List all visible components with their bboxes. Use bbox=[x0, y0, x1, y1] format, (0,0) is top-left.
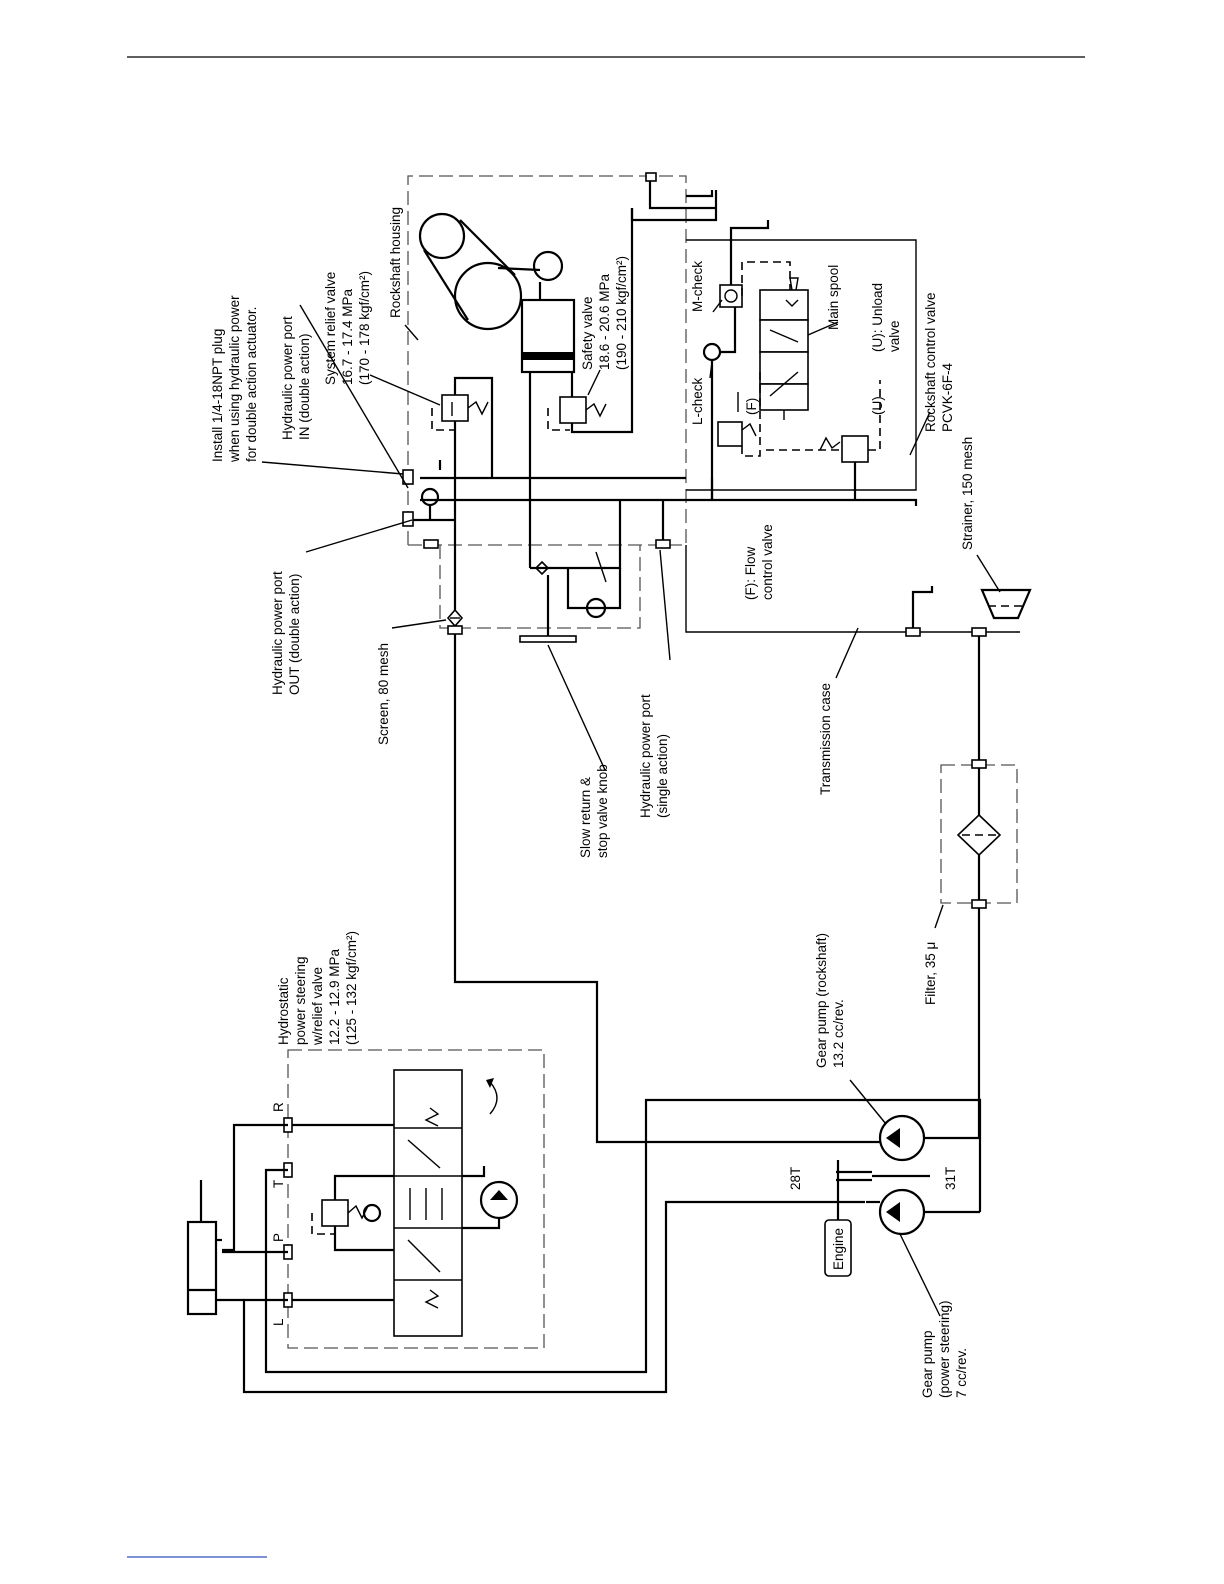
label-system-relief-3: (170 - 178 kgf/cm²) bbox=[357, 271, 372, 385]
label-port-T-text: T bbox=[271, 1180, 286, 1188]
label-control-valve: Rockshaft control valve PCVK-6F-4 bbox=[923, 292, 955, 432]
label-gear-rockshaft: Gear pump (rockshaft) 13.2 cc/rev. bbox=[814, 933, 846, 1068]
label-port-L: L bbox=[271, 1318, 286, 1326]
label-slow-return-2: stop valve knob bbox=[595, 764, 610, 858]
label-port-L-text: L bbox=[271, 1318, 286, 1326]
label-unload-2: valve bbox=[887, 320, 902, 352]
label-safety-valve-3: (190 - 210 kgf/cm²) bbox=[614, 256, 629, 370]
label-safety-valve-2: 18.6 - 20.6 MPa bbox=[597, 273, 612, 370]
engine bbox=[824, 1204, 852, 1277]
label-port-out-1: Hydraulic power port bbox=[270, 571, 285, 695]
label-port-single-2: (single action) bbox=[655, 734, 670, 818]
label-port-T: T bbox=[271, 1180, 286, 1188]
rockshaft-housing bbox=[402, 172, 718, 549]
label-main-spool: Main spool bbox=[826, 265, 841, 330]
label-f-mark-text: (F) bbox=[744, 398, 759, 415]
label-transmission-case: Transmission case bbox=[818, 683, 833, 795]
label-system-relief-2: 16.7 - 17.4 MPa bbox=[340, 288, 355, 385]
label-hydrostatic-3: w/relief valve bbox=[310, 967, 325, 1046]
label-port-out: Hydraulic power port OUT (double action) bbox=[270, 571, 302, 695]
label-screen-text: Screen, 80 mesh bbox=[376, 643, 391, 745]
label-gear-rockshaft-2: 13.2 cc/rev. bbox=[831, 999, 846, 1068]
label-gear-steering-1: Gear pump bbox=[920, 1330, 935, 1398]
label-31t-text: 31T bbox=[943, 1167, 958, 1190]
label-port-in: Hydraulic power port IN (double action) bbox=[280, 316, 312, 440]
label-strainer-text: Strainer, 150 mesh bbox=[960, 437, 975, 550]
transmission-case bbox=[685, 545, 1032, 760]
label-port-single-1: Hydraulic power port bbox=[638, 694, 653, 818]
label-safety-valve-1: Safety valve bbox=[580, 296, 595, 370]
label-control-valve-2: PCVK-6F-4 bbox=[940, 362, 955, 432]
label-engine: Engine bbox=[831, 1228, 846, 1270]
label-hydrostatic-2: power steering bbox=[293, 956, 308, 1045]
label-m-check: M-check bbox=[690, 261, 705, 312]
label-port-out-2: OUT (double action) bbox=[287, 574, 302, 695]
filter bbox=[940, 759, 1018, 1138]
label-strainer: Strainer, 150 mesh bbox=[960, 437, 975, 550]
steering-cylinder bbox=[186, 1180, 244, 1316]
label-gear-rockshaft-1: Gear pump (rockshaft) bbox=[814, 933, 829, 1068]
label-port-P-text: P bbox=[271, 1233, 286, 1242]
label-hydrostatic-1: Hydrostatic bbox=[276, 977, 291, 1045]
label-f-mark: (F) bbox=[744, 398, 759, 415]
label-flow-control: (F): Flow control valve bbox=[743, 524, 775, 600]
label-l-check: L-check bbox=[690, 377, 705, 425]
label-port-R-text: R bbox=[271, 1102, 286, 1112]
label-rockshaft-housing: Rockshaft housing bbox=[388, 207, 403, 318]
label-rockshaft-housing-text: Rockshaft housing bbox=[388, 207, 403, 318]
label-port-P: P bbox=[271, 1233, 286, 1242]
label-m-check-text: M-check bbox=[690, 261, 705, 312]
label-28t: 28T bbox=[788, 1167, 803, 1190]
label-system-relief: System relief valve 16.7 - 17.4 MPa (170… bbox=[323, 271, 372, 385]
label-system-relief-1: System relief valve bbox=[323, 272, 338, 385]
label-unload-1: (U): Unload bbox=[870, 283, 885, 352]
slow-return-region bbox=[439, 500, 671, 643]
label-control-valve-1: Rockshaft control valve bbox=[923, 292, 938, 432]
label-28t-text: 28T bbox=[788, 1167, 803, 1190]
power-steering-unit bbox=[222, 1049, 982, 1394]
label-plug-1: Install 1/4-18NPT plug bbox=[210, 329, 225, 462]
label-gear-steering-2: (power steering) bbox=[937, 1300, 952, 1398]
label-hydrostatic-5: (125 - 132 kgf/cm²) bbox=[344, 931, 359, 1045]
label-plug-3: for double action actuator. bbox=[244, 307, 259, 462]
label-screen: Screen, 80 mesh bbox=[376, 643, 391, 745]
label-safety-valve: Safety valve 18.6 - 20.6 MPa (190 - 210 … bbox=[580, 256, 629, 370]
label-plug: Install 1/4-18NPT plug when using hydrau… bbox=[210, 295, 259, 463]
label-slow-return-1: Slow return & bbox=[578, 777, 593, 858]
label-transmission-case-text: Transmission case bbox=[818, 683, 833, 795]
label-plug-2: when using hydraulic power bbox=[227, 295, 242, 463]
label-filter: Filter, 35 μ bbox=[923, 942, 938, 1005]
label-port-in-1: Hydraulic power port bbox=[280, 316, 295, 440]
label-l-check-text: L-check bbox=[690, 377, 705, 425]
label-filter-text: Filter, 35 μ bbox=[923, 942, 938, 1005]
gear-pumps bbox=[646, 1114, 982, 1236]
label-hydrostatic: Hydrostatic power steering w/relief valv… bbox=[276, 931, 359, 1046]
label-slow-return: Slow return & stop valve knob bbox=[578, 764, 610, 858]
label-u-mark: (U) bbox=[870, 396, 885, 415]
supply-line bbox=[453, 634, 646, 1144]
label-port-R: R bbox=[271, 1102, 286, 1112]
label-gear-steering: Gear pump (power steering) 7 cc/rev. bbox=[920, 1300, 969, 1398]
label-port-in-2: IN (double action) bbox=[297, 333, 312, 440]
label-u-mark-text: (U) bbox=[870, 396, 885, 415]
label-gear-steering-3: 7 cc/rev. bbox=[954, 1348, 969, 1398]
label-flow-control-2: control valve bbox=[760, 524, 775, 600]
rockshaft-control-valve bbox=[686, 220, 918, 506]
label-engine-text: Engine bbox=[831, 1228, 846, 1270]
leader-lines bbox=[261, 299, 1001, 1317]
label-31t: 31T bbox=[943, 1167, 958, 1190]
label-main-spool-text: Main spool bbox=[826, 265, 841, 330]
label-port-single: Hydraulic power port (single action) bbox=[638, 694, 670, 818]
label-hydrostatic-4: 12.2 - 12.9 MPa bbox=[327, 948, 342, 1045]
label-unload: (U): Unload valve bbox=[870, 283, 902, 352]
label-flow-control-1: (F): Flow bbox=[743, 547, 758, 600]
